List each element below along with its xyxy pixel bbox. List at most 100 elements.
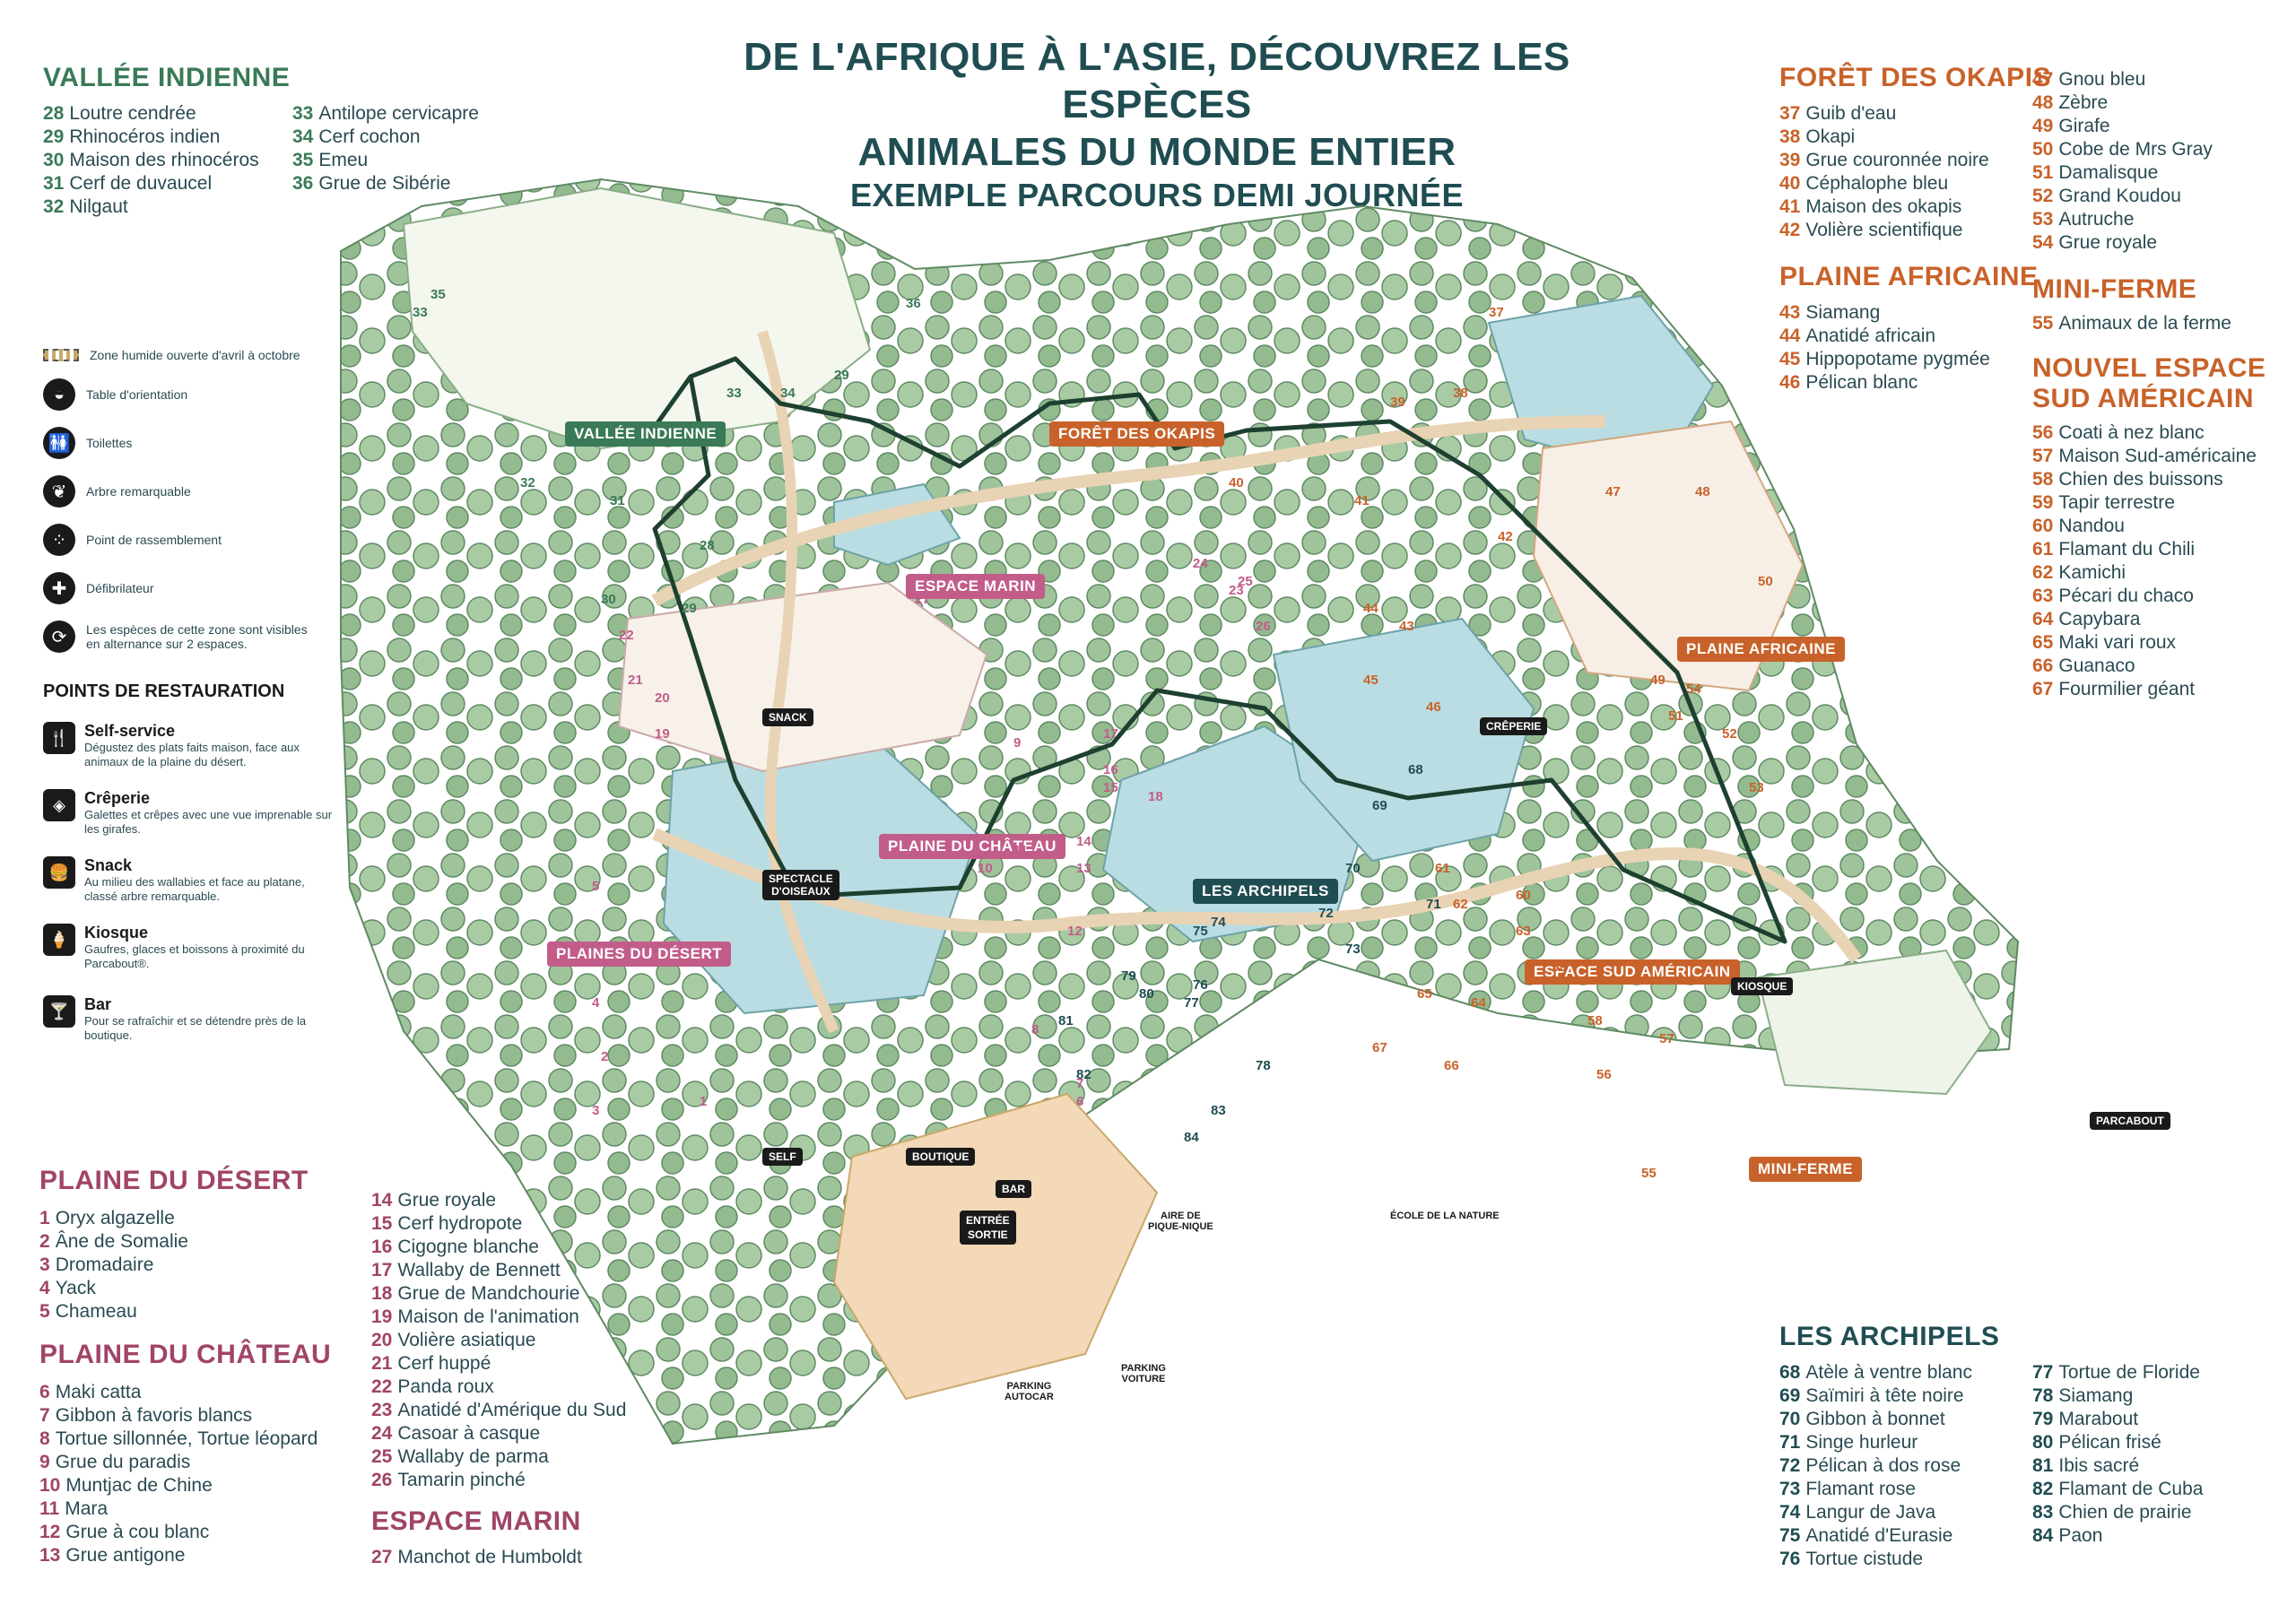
species-label: Maison de l'animation — [397, 1306, 579, 1327]
enclosure-number: 83 — [1211, 1103, 1226, 1118]
species-number: 54 — [2032, 232, 2054, 253]
species-label: Autruche — [2058, 209, 2135, 230]
poi-spectacle-oiseaux[interactable]: Spectacle d'oiseaux — [762, 870, 839, 900]
species-label: Cerf hydropote — [397, 1213, 523, 1234]
species-number: 84 — [2032, 1525, 2054, 1546]
species-number: 34 — [292, 126, 314, 147]
enclosure-number: 75 — [1193, 924, 1208, 939]
enclosure-number: 80 — [1139, 986, 1154, 1002]
species-label: Damalisque — [2058, 162, 2159, 183]
species-label: Casoar à casque — [397, 1423, 541, 1444]
poi-entree: Entrée — [966, 1214, 1010, 1227]
poi-kiosque[interactable]: Kiosque — [1731, 977, 1794, 995]
poi-bar[interactable]: Bar — [996, 1180, 1031, 1198]
species-label: Pélican blanc — [1805, 372, 1918, 393]
species-label: Anatidé d'Eurasie — [1805, 1525, 1953, 1546]
species-label: Cobe de Mrs Gray — [2058, 139, 2213, 160]
species-label: Grue antigone — [65, 1545, 186, 1566]
species-number: 36 — [292, 173, 314, 194]
species-number: 55 — [2032, 313, 2054, 334]
orientation-table-icon: ◒ — [43, 378, 75, 411]
species-label: Emeu — [318, 150, 369, 170]
species-number: 66 — [2032, 655, 2054, 676]
map-text-picnic-l1: Aire de — [1161, 1211, 1201, 1221]
poi-creperie[interactable]: Crêperie — [1480, 717, 1548, 735]
enclosure-number: 13 — [1076, 861, 1091, 876]
resto-desc: Au milieu des wallabies et face au plata… — [84, 875, 305, 903]
bar-icon: 🍸 — [43, 995, 75, 1028]
enclosure-number: 39 — [1390, 395, 1405, 410]
enclosure-number: 25 — [1238, 574, 1253, 589]
enclosure-number: 29 — [682, 601, 697, 616]
species-label: Grand Koudou — [2058, 186, 2181, 206]
enclosure-number: 79 — [1121, 968, 1136, 984]
species-label: Zèbre — [2058, 92, 2109, 113]
enclosure-number: 4 — [592, 995, 600, 1011]
species-number: 11 — [39, 1498, 60, 1519]
map-label-foret-okapis: Forêt des okapis — [1049, 421, 1225, 447]
poi-boutique[interactable]: Boutique — [906, 1148, 976, 1166]
zone-heading-archipels: Les archipels — [1779, 1322, 2000, 1351]
species-number: 20 — [371, 1330, 393, 1350]
species-number: 81 — [2032, 1455, 2054, 1476]
species-number: 43 — [1779, 302, 1801, 323]
species-label: Grue couronnée noire — [1805, 150, 1989, 170]
species-number: 5 — [39, 1301, 50, 1322]
species-label: Tapir terrestre — [2058, 492, 2175, 513]
title-line-2: animales du monde entier — [857, 129, 1457, 174]
species-number: 79 — [2032, 1409, 2054, 1429]
zone-heading-sud-americain-l1: Nouvel espace — [2032, 353, 2266, 383]
species-number: 6 — [39, 1382, 50, 1402]
species-number: 24 — [371, 1423, 393, 1444]
enclosure-number: 49 — [1650, 673, 1665, 688]
map-label-espace-sud-americain: Espace sud américain — [1525, 959, 1740, 985]
species-number: 9 — [39, 1452, 50, 1472]
map-label-mini-ferme: Mini-ferme — [1749, 1157, 1863, 1182]
species-number: 70 — [1779, 1409, 1801, 1429]
enclosure-number: 58 — [1587, 1013, 1603, 1028]
legend-item: ⟳Les espèces de cette zone sont visibles… — [43, 621, 339, 653]
species-number: 10 — [39, 1475, 61, 1496]
zone-heading-sud-americain: Nouvel espace sud américain — [2032, 353, 2266, 414]
species-label: Chien de prairie — [2058, 1502, 2192, 1523]
species-label: Capybara — [2058, 609, 2141, 629]
enclosure-number: 2 — [601, 1049, 609, 1064]
toilets-icon: 🚻 — [43, 427, 75, 459]
enclosure-number: 78 — [1256, 1058, 1271, 1073]
poi-entree-sortie[interactable]: Entrée Sortie — [960, 1211, 1016, 1245]
enclosure-number: 55 — [1641, 1166, 1657, 1181]
species-number: 52 — [2032, 186, 2054, 206]
species-number: 57 — [2032, 446, 2054, 466]
dashed-path-icon — [43, 349, 79, 361]
poi-parcabout[interactable]: Parcabout — [2090, 1112, 2170, 1130]
species-label: Singe hurleur — [1805, 1432, 1918, 1453]
poi-self[interactable]: Self — [762, 1148, 803, 1166]
species-label: Langur de Java — [1805, 1502, 1936, 1523]
kiosque-icon: 🍦 — [43, 924, 75, 956]
poi-snack[interactable]: Snack — [762, 708, 813, 726]
resto-kiosque: 🍦 Kiosque Gaufres, glaces et boissons à … — [43, 924, 339, 971]
